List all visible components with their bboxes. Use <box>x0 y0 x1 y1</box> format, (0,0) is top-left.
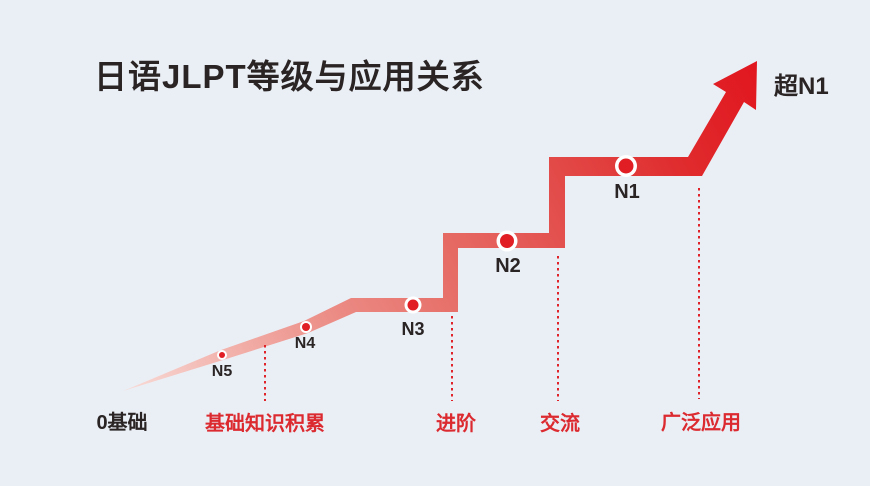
level-marker-n1 <box>615 155 637 177</box>
level-label-n4: N4 <box>294 335 316 352</box>
level-marker-n5 <box>217 350 227 360</box>
stage-label-wide-application: 广泛应用 <box>661 412 741 434</box>
stage-label-knowledge-accumulation: 基础知识积累 <box>205 413 325 435</box>
level-label-n1: N1 <box>614 181 640 203</box>
level-label-n2: N2 <box>495 255 521 277</box>
stage-label-advance: 进阶 <box>436 413 476 435</box>
stage-label-communication: 交流 <box>540 413 580 435</box>
level-label-super-n1: 超N1 <box>774 73 829 100</box>
ascending-arrow-ribbon <box>123 61 757 391</box>
level-marker-n2 <box>496 230 518 252</box>
level-label-n3: N3 <box>401 319 425 339</box>
level-marker-n4 <box>300 321 312 333</box>
level-marker-n3 <box>404 296 422 314</box>
level-label-n5: N5 <box>211 363 233 380</box>
stage-label-zero-foundation: 0基础 <box>96 412 148 434</box>
page-title: 日语JLPT等级与应用关系 <box>94 58 485 95</box>
